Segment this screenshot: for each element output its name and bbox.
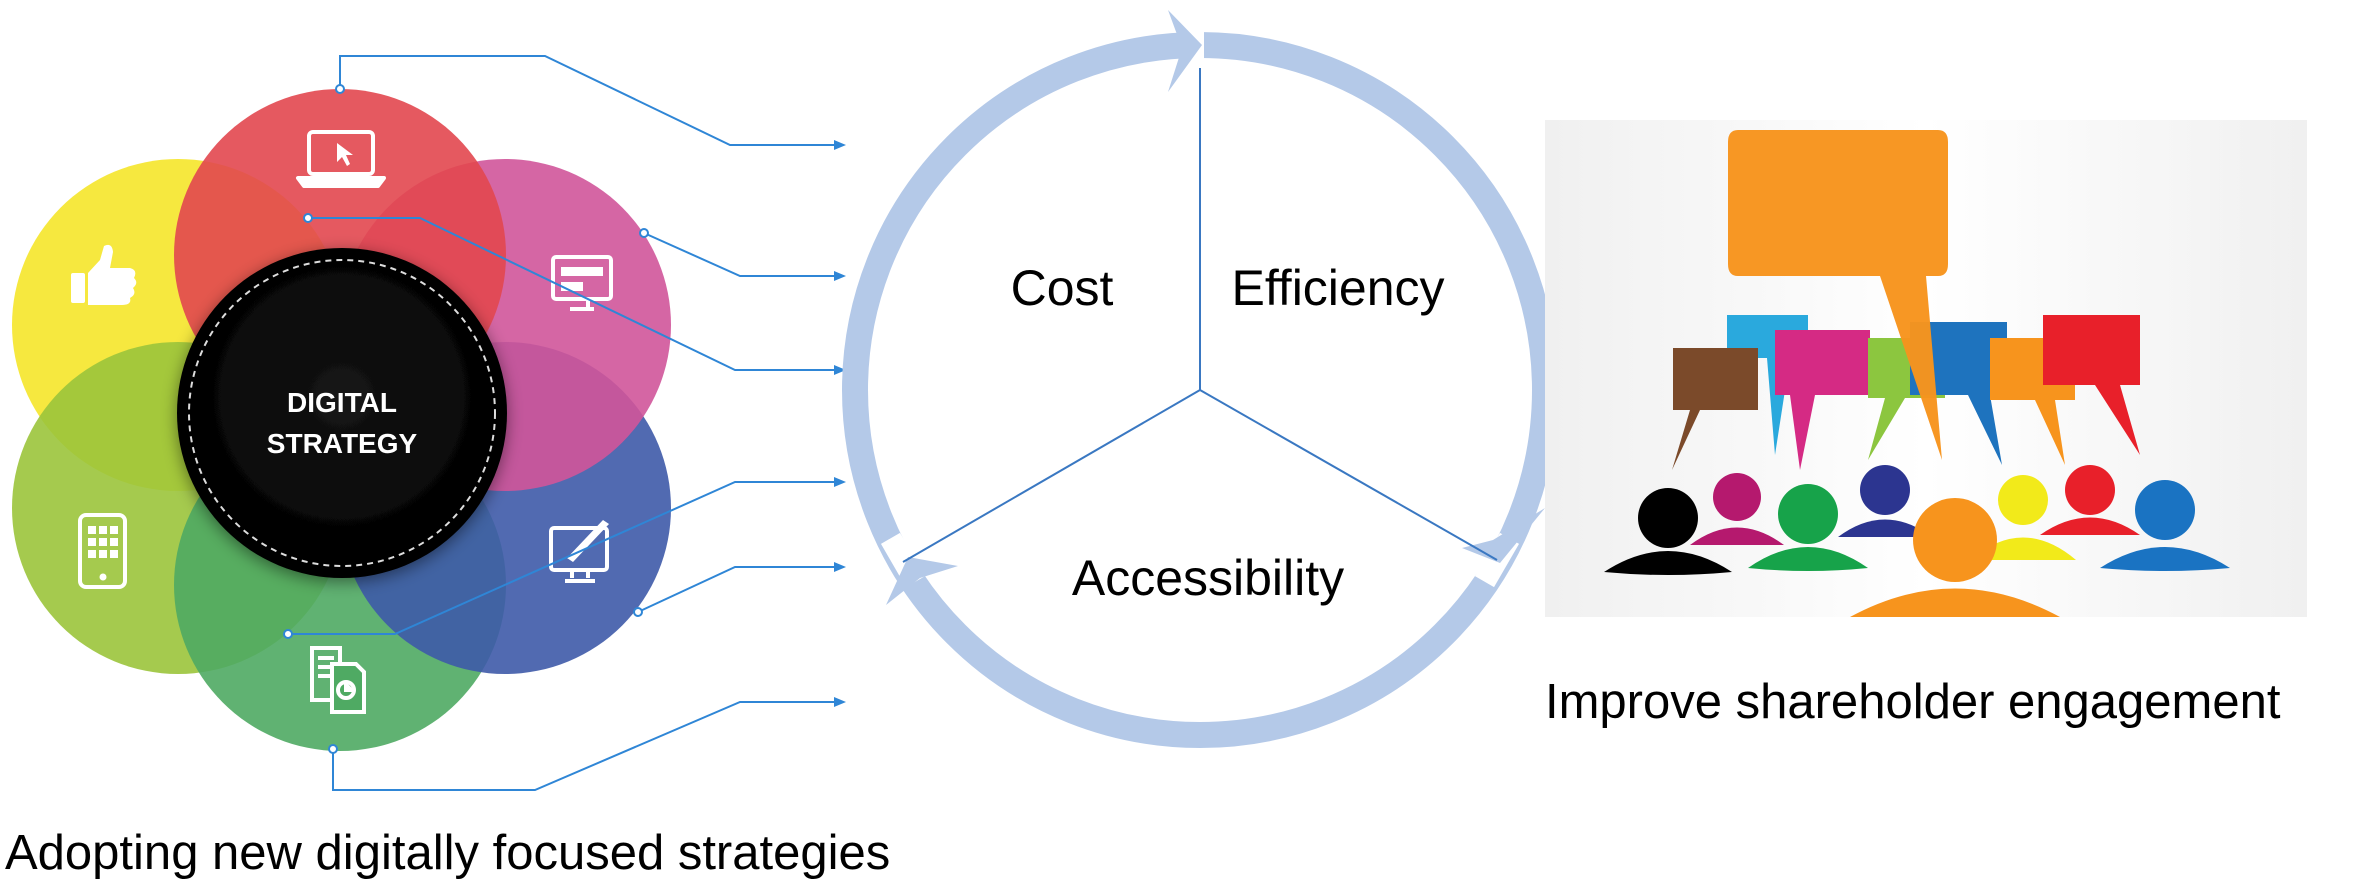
audience-people: [1604, 465, 2230, 617]
connector-pink: [643, 232, 840, 277]
connector-blue-low: [637, 566, 840, 613]
connector-green: [332, 701, 840, 791]
digital-strategy-flower: DIGITAL STRATEGY: [12, 89, 671, 751]
connector-dots: [283, 84, 649, 754]
cycle-arrow-right: [1462, 508, 1545, 563]
person-green: [1748, 484, 1868, 571]
speech-bubble-red: [2043, 315, 2140, 455]
person-orange: [1850, 498, 2060, 617]
speech-bubble-magenta: [1775, 330, 1870, 470]
engagement-caption: Improve shareholder engagement: [1545, 675, 2281, 729]
center-title-line1: DIGITAL: [287, 387, 397, 418]
person-blue: [2100, 480, 2230, 571]
person-navy: [1838, 465, 1932, 537]
segment-accessibility: Accessibility: [1072, 550, 1344, 606]
person-red: [2040, 465, 2140, 535]
connector-arrowheads: [834, 140, 846, 707]
cycle-arrow-left: [886, 557, 958, 605]
shareholder-illustration: [1545, 120, 2307, 617]
speech-bubble-blue: [1910, 322, 2007, 465]
person-magenta: [1690, 473, 1784, 545]
segment-efficiency: Efficiency: [1231, 260, 1444, 316]
connector-lines: [283, 55, 846, 791]
segment-cost: Cost: [1011, 260, 1114, 316]
speech-bubble-orange-large: [1728, 130, 1948, 460]
thumbs-up-icon: [71, 244, 137, 305]
center-title-line2: STRATEGY: [267, 428, 418, 459]
cycle-dividers: [902, 68, 1498, 563]
cycle-arrow-top: [1168, 10, 1202, 92]
center-circle: DIGITAL STRATEGY: [177, 248, 507, 578]
speech-bubbles: [1672, 130, 2140, 470]
cycle-diagram: Cost Efficiency Accessibility: [842, 10, 1558, 748]
connector-center: [308, 217, 840, 371]
connector-red: [339, 55, 840, 146]
person-black: [1604, 488, 1732, 575]
cycle-arrowheads: [886, 10, 1545, 605]
laptop-icon: [296, 130, 386, 188]
flower-caption: Adopting new digitally focused strategie…: [5, 826, 891, 880]
connector-blue: [288, 481, 840, 635]
tablet-icon: [78, 513, 127, 589]
speech-bubble-brown: [1672, 348, 1758, 470]
document-chart-icon: [310, 646, 366, 714]
